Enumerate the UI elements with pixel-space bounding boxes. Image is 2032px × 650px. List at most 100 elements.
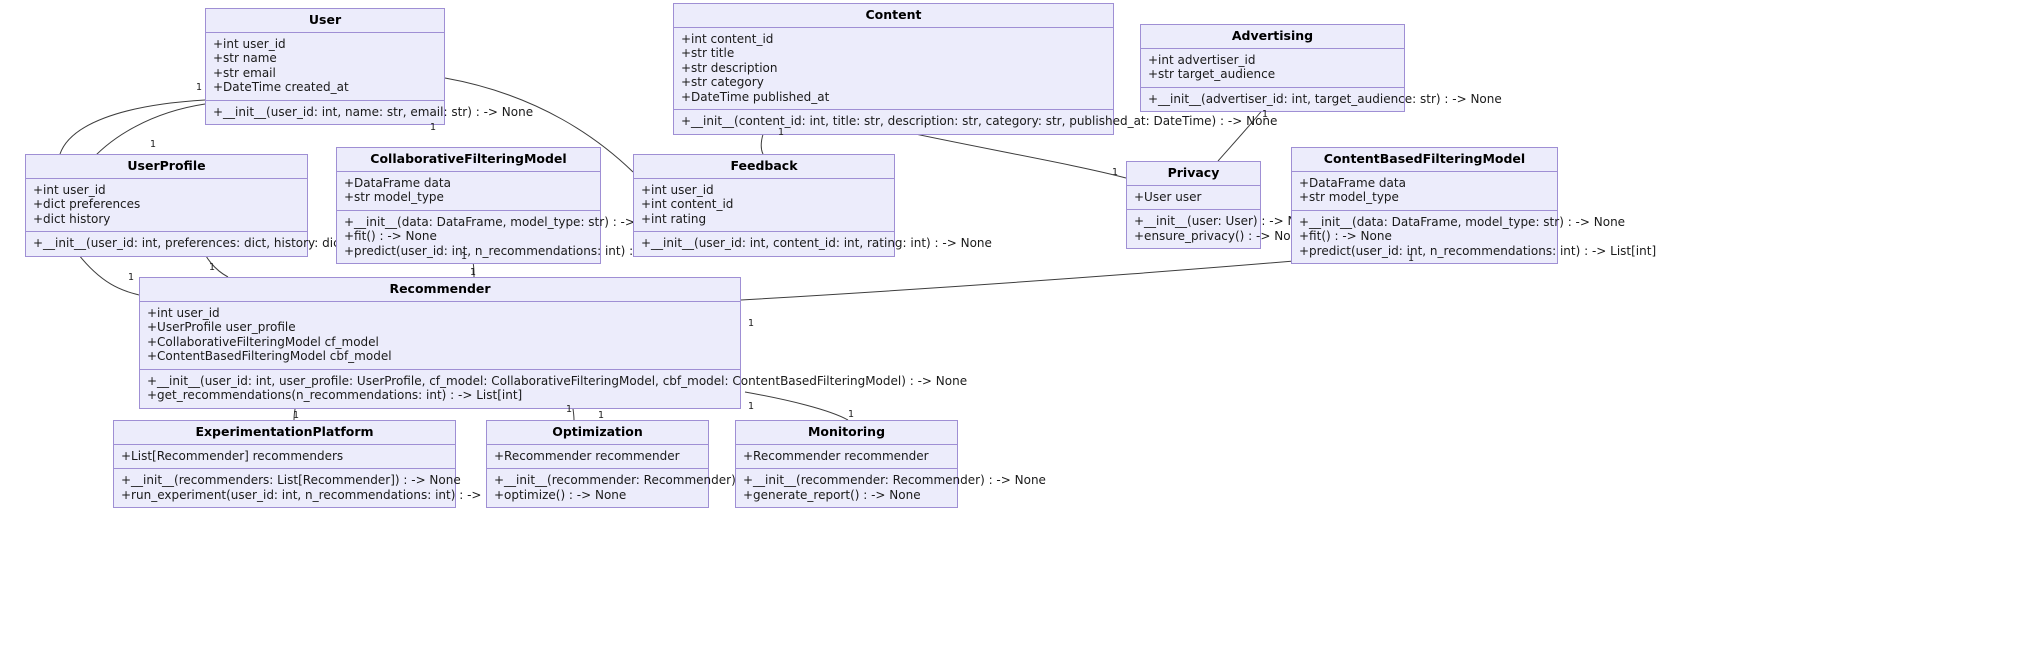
uml-method: +predict(user_id: int, n_recommendations… bbox=[1299, 243, 1657, 258]
uml-attribute: +int advertiser_id bbox=[1148, 52, 1256, 67]
uml-attribute: +int user_id bbox=[641, 182, 714, 197]
multiplicity-label: 1 bbox=[748, 401, 755, 412]
uml-class-attributes-advertising: +int advertiser_id+str target_audience bbox=[1141, 49, 1404, 88]
uml-class-feedback[interactable]: Feedback+int user_id+int content_id+int … bbox=[633, 154, 992, 257]
multiplicity-label: 1 bbox=[128, 272, 135, 283]
uml-method: +__init__(user: User) : -> None bbox=[1134, 214, 1319, 229]
uml-method: +__init__(content_id: int, title: str, d… bbox=[681, 114, 1278, 129]
uml-class-title-user: User bbox=[206, 9, 444, 33]
uml-class-title-advertising: Advertising bbox=[1141, 25, 1404, 49]
uml-class-methods-advertising: +__init__(advertiser_id: int, target_aud… bbox=[1141, 88, 1502, 112]
uml-attribute: +int rating bbox=[641, 211, 707, 226]
uml-class-userprofile[interactable]: UserProfile+int user_id+dict preferences… bbox=[25, 154, 411, 257]
uml-class-attributes-user: +int user_id+str name+str email+DateTime… bbox=[206, 33, 444, 101]
uml-method: +get_recommendations(n_recommendations: … bbox=[147, 388, 523, 403]
uml-class-methods-experimentationplatform: +__init__(recommenders: List[Recommender… bbox=[114, 469, 589, 507]
multiplicity-label: 1 bbox=[848, 409, 855, 420]
uml-attribute: +UserProfile user_profile bbox=[147, 320, 296, 335]
uml-class-title-monitoring: Monitoring bbox=[736, 421, 957, 445]
uml-class-title-recommender: Recommender bbox=[140, 278, 740, 302]
uml-attribute: +CollaborativeFilteringModel cf_model bbox=[147, 334, 379, 349]
uml-class-methods-privacy: +__init__(user: User) : -> None+ensure_p… bbox=[1127, 210, 1319, 248]
multiplicity-label: 1 bbox=[566, 404, 573, 415]
association-edge-user-userprofile bbox=[59, 99, 206, 155]
uml-class-recommender[interactable]: Recommender+int user_id+UserProfile user… bbox=[139, 277, 967, 409]
multiplicity-label: 1 bbox=[748, 318, 755, 329]
uml-attribute: +Recommender recommender bbox=[494, 448, 680, 463]
uml-class-attributes-feedback: +int user_id+int content_id+int rating bbox=[634, 179, 894, 233]
uml-attribute: +int user_id bbox=[33, 182, 106, 197]
uml-class-cfmodel[interactable]: CollaborativeFilteringModel+DataFrame da… bbox=[336, 147, 702, 265]
uml-class-title-cbfmodel: ContentBasedFilteringModel bbox=[1292, 148, 1557, 172]
multiplicity-label: 1 bbox=[196, 82, 203, 93]
uml-class-methods-cfmodel: +__init__(data: DataFrame, model_type: s… bbox=[337, 211, 702, 264]
uml-class-content[interactable]: Content+int content_id+str title+str des… bbox=[673, 3, 1278, 135]
uml-class-title-experimentationplatform: ExperimentationPlatform bbox=[114, 421, 455, 445]
uml-class-title-optimization: Optimization bbox=[487, 421, 708, 445]
multiplicity-label: 1 bbox=[293, 410, 300, 421]
uml-method: +__init__(advertiser_id: int, target_aud… bbox=[1148, 91, 1502, 106]
multiplicity-label: 1 bbox=[430, 122, 437, 133]
uml-method: +__init__(user_id: int, preferences: dic… bbox=[33, 236, 411, 251]
multiplicity-label: 1 bbox=[1112, 167, 1119, 178]
uml-class-cbfmodel[interactable]: ContentBasedFilteringModel+DataFrame dat… bbox=[1291, 147, 1657, 265]
uml-method: +__init__(user_id: int, name: str, email… bbox=[213, 104, 534, 119]
uml-class-attributes-monitoring: +Recommender recommender bbox=[736, 445, 957, 470]
uml-class-attributes-recommender: +int user_id+UserProfile user_profile+Co… bbox=[140, 302, 740, 370]
multiplicity-label: 1 bbox=[1408, 253, 1415, 264]
uml-class-attributes-privacy: +User user bbox=[1127, 186, 1260, 211]
uml-class-methods-content: +__init__(content_id: int, title: str, d… bbox=[674, 110, 1278, 134]
multiplicity-label: 1 bbox=[461, 251, 468, 262]
uml-attribute: +DataFrame data bbox=[344, 175, 451, 190]
uml-class-attributes-userprofile: +int user_id+dict preferences+dict histo… bbox=[26, 179, 307, 233]
uml-class-methods-optimization: +__init__(recommender: Recommender) : ->… bbox=[487, 469, 797, 507]
uml-class-monitoring[interactable]: Monitoring+Recommender recommender +__ini… bbox=[735, 420, 1046, 509]
uml-class-attributes-experimentationplatform: +List[Recommender] recommenders bbox=[114, 445, 455, 470]
uml-attribute: +List[Recommender] recommenders bbox=[121, 448, 344, 463]
uml-method: +__init__(user_id: int, content_id: int,… bbox=[641, 236, 992, 251]
multiplicity-label: 1 bbox=[470, 267, 477, 278]
uml-method: +__init__(recommender: Recommender) : ->… bbox=[743, 473, 1046, 488]
uml-method: +fit() : -> None bbox=[344, 229, 437, 244]
uml-class-methods-userprofile: +__init__(user_id: int, preferences: dic… bbox=[26, 232, 411, 256]
uml-class-advertising[interactable]: Advertising+int advertiser_id+str target… bbox=[1140, 24, 1502, 113]
multiplicity-label: 1 bbox=[778, 127, 785, 138]
uml-attribute: +dict preferences bbox=[33, 197, 141, 212]
multiplicity-label: 1 bbox=[209, 262, 216, 273]
multiplicity-label: 1 bbox=[150, 139, 157, 150]
uml-attribute: +dict history bbox=[33, 211, 111, 226]
association-edge-recommender-monitoring bbox=[744, 391, 849, 421]
uml-attribute: +str email bbox=[213, 65, 276, 80]
uml-method: +predict(user_id: int, n_recommendations… bbox=[344, 243, 702, 258]
uml-class-methods-feedback: +__init__(user_id: int, content_id: int,… bbox=[634, 232, 992, 256]
uml-class-experimentationplatform[interactable]: ExperimentationPlatform +List[Recommender… bbox=[113, 420, 589, 509]
uml-class-title-cfmodel: CollaborativeFilteringModel bbox=[337, 148, 600, 172]
uml-attribute: +DataFrame data bbox=[1299, 175, 1406, 190]
uml-attribute: +str title bbox=[681, 46, 735, 61]
uml-method: +run_experiment(user_id: int, n_recommen… bbox=[121, 487, 589, 502]
uml-attribute: +DateTime published_at bbox=[681, 89, 830, 104]
uml-class-methods-user: +__init__(user_id: int, name: str, email… bbox=[206, 101, 534, 125]
uml-class-attributes-content: +int content_id+str title+str descriptio… bbox=[674, 28, 1113, 111]
uml-class-privacy[interactable]: Privacy+User user+__init__(user: User) :… bbox=[1126, 161, 1319, 250]
uml-attribute: +str model_type bbox=[344, 190, 444, 205]
uml-class-attributes-optimization: +Recommender recommender bbox=[487, 445, 708, 470]
uml-attribute: +ContentBasedFilteringModel cbf_model bbox=[147, 349, 392, 364]
uml-method: +__init__(recommender: Recommender) : ->… bbox=[494, 473, 797, 488]
uml-class-methods-recommender: +__init__(user_id: int, user_profile: Us… bbox=[140, 370, 967, 408]
uml-class-user[interactable]: User+int user_id+str name+str email+Date… bbox=[205, 8, 534, 126]
uml-attribute: +User user bbox=[1134, 189, 1202, 204]
uml-class-attributes-cbfmodel: +DataFrame data+str model_type bbox=[1292, 172, 1557, 211]
uml-attribute: +DateTime created_at bbox=[213, 80, 349, 95]
uml-method: +ensure_privacy() : -> None bbox=[1134, 228, 1306, 243]
uml-attribute: +int content_id bbox=[641, 197, 734, 212]
uml-class-attributes-cfmodel: +DataFrame data+str model_type bbox=[337, 172, 600, 211]
multiplicity-label: 1 bbox=[1262, 109, 1269, 120]
uml-method: +__init__(data: DataFrame, model_type: s… bbox=[344, 214, 671, 229]
uml-attribute: +int user_id bbox=[213, 36, 286, 51]
uml-attribute: +str model_type bbox=[1299, 190, 1399, 205]
uml-attribute: +str category bbox=[681, 75, 764, 90]
uml-class-optimization[interactable]: Optimization +Recommender recommender +__i… bbox=[486, 420, 797, 509]
uml-attribute: +str target_audience bbox=[1148, 67, 1276, 82]
